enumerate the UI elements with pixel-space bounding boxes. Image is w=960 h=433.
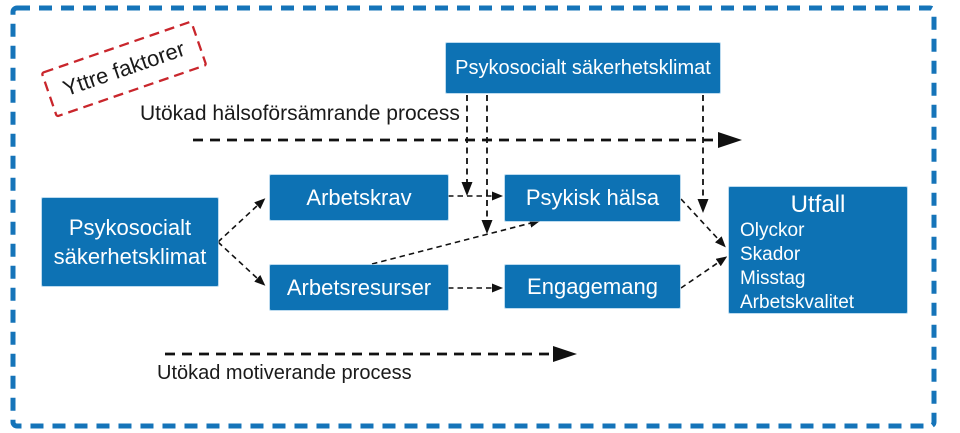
utfall-item: Skador [740,244,801,265]
utfall-item: Misstag [740,268,806,289]
utfall-item: Olyckor [740,220,805,241]
utfall-title: Utfall [790,191,846,218]
arrow-arbetsresurser-to-psykisk-halsa [371,218,541,265]
node-arbetskrav: Arbetskrav [270,175,448,220]
node-label: Engagemang [527,273,658,299]
external-factors-frame [41,20,207,118]
node-arbetsresurser: Arbetsresurser [270,265,448,310]
node-label: Psykisk hälsa [525,185,660,210]
node-label: Arbetsresurser [286,274,432,300]
node-psykosocialt-sakerhetsklimat-top: Psykosocialt säkerhetsklimat [446,43,720,93]
outer-dashed-border [10,5,937,429]
top-process-label: Utökad hälsoförsämrande process [140,102,460,125]
node-psykosocialt-sakerhetsklimat-left: Psykosocialt säkerhetsklimat [42,198,218,286]
node-engagemang: Engagemang [505,265,680,308]
node-psykisk-halsa: Psykisk hälsa [505,175,680,221]
utfall-item: Arbetskvalitet [740,292,855,313]
node-label: Psykosocialt säkerhetsklimat [455,56,711,79]
node-utfall: Utfall Olyckor Skador Misstag Arbetskval… [729,187,907,313]
arrow-psc-to-arbetsresurser [217,241,266,286]
node-label: Arbetskrav [306,184,412,210]
arrow-engagemang-to-utfall [680,256,728,289]
node-label: Psykosocialt säkerhetsklimat [53,215,207,269]
arrow-psc-to-arbetskrav [217,198,266,243]
arrow-psykisk-halsa-to-utfall [680,198,726,248]
bottom-process-label: Utökad motiverande process [157,362,412,384]
utfall-list: Olyckor Skador Misstag Arbetskvalitet [729,219,907,315]
